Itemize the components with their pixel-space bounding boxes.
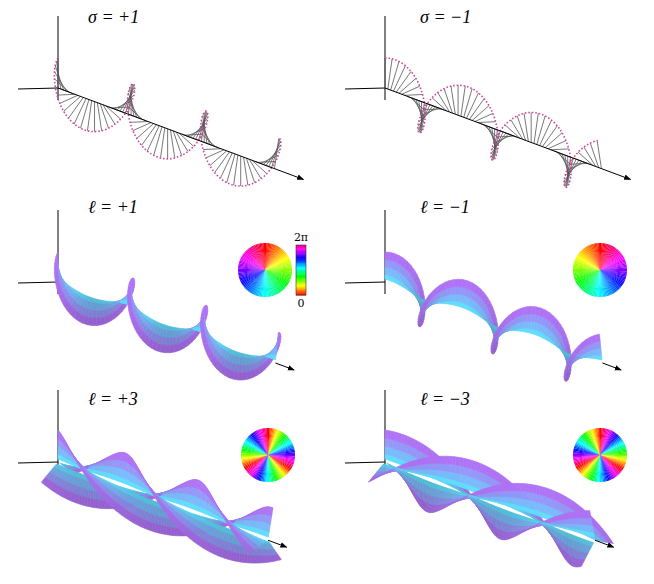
propagation-axis xyxy=(58,88,303,179)
field-vector xyxy=(87,101,91,131)
phase-front-patch xyxy=(96,311,100,318)
field-vector xyxy=(203,149,221,150)
field-vector xyxy=(461,86,465,116)
phase-front-patch xyxy=(97,318,102,326)
phase-front-patch xyxy=(93,499,96,507)
field-vector xyxy=(227,154,235,183)
phase-front-patch xyxy=(531,306,536,314)
phase-front-patch xyxy=(96,500,99,508)
field-vectors xyxy=(385,58,601,187)
field-vector xyxy=(475,113,493,121)
phase-front-patch xyxy=(239,554,242,562)
phase-front-patch xyxy=(458,287,462,295)
field-vector xyxy=(57,94,75,95)
axes xyxy=(345,210,385,294)
propagation-axis xyxy=(385,88,630,179)
phase-front-patch xyxy=(169,338,173,345)
field-vector xyxy=(537,116,545,145)
field-vector xyxy=(570,163,588,164)
field-vector xyxy=(154,127,162,156)
field-vector xyxy=(548,141,566,149)
field-vector xyxy=(496,136,514,137)
phase-front-patch xyxy=(170,345,175,353)
x-axis xyxy=(18,462,58,463)
field-vector xyxy=(464,89,472,118)
propagation-axis xyxy=(275,363,294,370)
axes xyxy=(18,16,58,100)
helix-tip-trace xyxy=(385,58,598,187)
field-vector xyxy=(54,79,69,92)
field-vector xyxy=(130,122,148,123)
field-vector xyxy=(64,96,81,111)
field-vector xyxy=(133,123,151,131)
x-axis xyxy=(345,88,385,89)
phase-front-patch xyxy=(458,279,463,287)
axes xyxy=(18,210,58,294)
field-vector xyxy=(399,78,416,93)
phase-front-patch xyxy=(165,345,170,353)
phase-front-patch xyxy=(242,365,246,372)
field-vector xyxy=(478,122,496,123)
x-axis xyxy=(345,282,385,283)
phase-front-patch xyxy=(458,294,461,302)
axes xyxy=(345,16,385,100)
field-vector xyxy=(128,106,143,119)
field-vector xyxy=(81,100,89,129)
phase-front-patch xyxy=(169,527,172,535)
field-vector xyxy=(423,109,441,110)
field-vector xyxy=(388,59,392,89)
phase-front-patch xyxy=(243,372,248,380)
phase-front-patch xyxy=(531,314,535,322)
field-vector xyxy=(391,61,399,90)
field-vector xyxy=(161,128,165,158)
x-axis xyxy=(18,88,58,89)
field-vector xyxy=(534,113,538,143)
field-vector xyxy=(402,86,420,94)
phase-front-patch xyxy=(385,260,389,268)
field-vector xyxy=(551,149,569,150)
field-vector xyxy=(137,124,154,139)
field-vector xyxy=(201,133,216,146)
phase-front-patch xyxy=(242,554,245,562)
field-vector xyxy=(545,133,562,148)
propagation-axis xyxy=(602,363,621,370)
phase-front xyxy=(385,252,602,381)
phase-front-patch xyxy=(531,321,534,329)
phase-front-patch xyxy=(238,372,243,380)
field-vector xyxy=(60,95,78,103)
phase-front-patch xyxy=(385,267,388,275)
field-vector xyxy=(206,150,224,158)
field-vector xyxy=(472,106,489,121)
field-vector xyxy=(405,94,423,95)
phase-front-patch xyxy=(385,252,390,260)
field-vector xyxy=(234,155,238,185)
axes xyxy=(18,390,58,474)
field-vector xyxy=(210,151,227,166)
phase-front-patch xyxy=(92,318,97,326)
x-axis xyxy=(18,282,58,283)
phase-front-patch xyxy=(166,527,169,535)
field-vectors xyxy=(54,58,280,186)
